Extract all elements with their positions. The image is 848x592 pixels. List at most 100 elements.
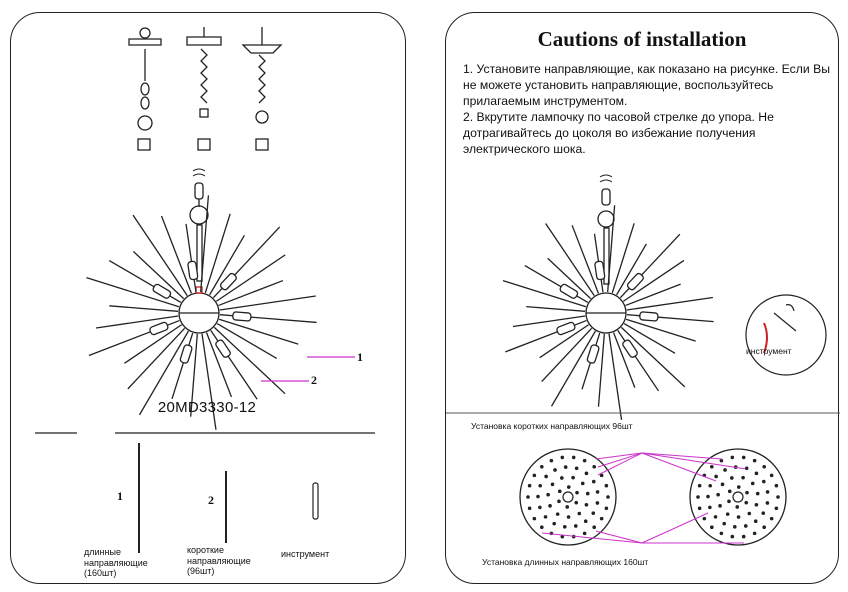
part-label-short-rods: короткие направляющие (96шт) [187, 545, 251, 576]
crystal-bead [719, 458, 724, 463]
rod [109, 305, 179, 312]
instruction-step-2: 2. Вкрутите лампочку по часовой стрелке … [463, 110, 774, 156]
crystal-bead [755, 491, 760, 496]
rod [127, 327, 186, 390]
crystal-bead [696, 495, 700, 499]
rod [512, 315, 586, 328]
crystal-bead [761, 479, 766, 484]
page-title: Cautions of installation [537, 27, 747, 51]
crystal-bead [697, 483, 702, 488]
crystal-bead [744, 466, 749, 471]
rod [219, 295, 316, 311]
crystal-bead [754, 502, 759, 507]
rod [541, 327, 593, 383]
rod [132, 250, 185, 300]
crystal-bead [550, 482, 555, 487]
right-illustrations [446, 174, 840, 546]
crystal-bead [560, 455, 565, 460]
instruction-step-1: 1. Установите направляющие, как показано… [463, 62, 830, 108]
crystal-bead [538, 505, 542, 510]
crystal-bead [752, 531, 757, 536]
rod [616, 243, 647, 296]
crystal-bead [741, 475, 745, 480]
crystal-bead [544, 474, 548, 479]
crystal-bead [716, 492, 720, 497]
model-code: 20MD3330-12 [157, 399, 257, 416]
long-rods-install-label: Установка длинных направляющих 160шт [482, 557, 649, 567]
crystal-bead [714, 474, 718, 479]
rod [625, 283, 681, 307]
crystal-bead [604, 506, 609, 511]
crystal-bead [527, 483, 532, 488]
crystal-bead [769, 516, 774, 521]
bulb-icon [622, 339, 638, 358]
crystal-bead [604, 483, 609, 488]
crystal-bead [713, 515, 718, 519]
crystal-bead [549, 458, 554, 463]
bulb-icon [639, 311, 659, 322]
crystal-bead [741, 455, 746, 460]
rod [218, 318, 299, 345]
crystal-bead [540, 464, 544, 469]
crystal-bead [747, 511, 752, 516]
crystal-bead [710, 525, 714, 530]
rod [216, 323, 278, 359]
bulb-icon [594, 260, 606, 281]
crystal-bead [577, 511, 582, 516]
ring-center [562, 491, 574, 503]
crystal-bead [566, 515, 571, 519]
crystal-bead [732, 525, 737, 529]
crystal-ring-right-icon [689, 448, 787, 546]
bulb-icon [626, 272, 644, 291]
bulb-icon [559, 283, 579, 299]
crystal-bead [532, 516, 537, 521]
rod [132, 214, 188, 296]
rod [209, 234, 245, 296]
rod [612, 332, 636, 388]
crystal-bead [591, 511, 596, 515]
crystal-bead [574, 500, 579, 505]
crystal-bead [706, 494, 710, 499]
crystal-bead [776, 495, 780, 499]
crystal-bead [563, 465, 568, 469]
rod [185, 223, 197, 293]
crystal-bead [750, 481, 755, 486]
rod [611, 223, 635, 294]
crystal-bead [599, 516, 604, 521]
tool-label: инструмент [746, 346, 792, 356]
bulb-icon [219, 272, 237, 291]
rod [86, 277, 180, 308]
rod [95, 315, 179, 329]
crystal-bead [727, 489, 732, 494]
rod [571, 225, 600, 294]
rod [626, 296, 713, 311]
bulb-icon [187, 260, 199, 281]
crystal-bead [735, 505, 740, 509]
crystal-bead [744, 500, 749, 505]
crystal-bead [555, 512, 560, 516]
crystal-bead [591, 479, 596, 484]
rod [550, 330, 596, 407]
crystal-bead [762, 464, 766, 469]
crystal-bead [557, 489, 562, 494]
rod [524, 265, 589, 303]
ring-outline [689, 448, 787, 546]
rod [213, 326, 286, 395]
part-number-1: 1 [117, 489, 123, 503]
chandelier-with-bulbs-icon [585, 174, 627, 334]
crystal-bead [745, 490, 749, 495]
crystal-bead [765, 501, 770, 505]
crystal-bead [571, 475, 575, 480]
bulb-icon [232, 311, 252, 322]
crystal-bead [565, 505, 570, 509]
crystal-bead [560, 476, 564, 480]
crystal-bead [599, 473, 604, 478]
ring-center [732, 491, 744, 503]
crystal-bead [753, 519, 758, 524]
crystal-bead [562, 525, 567, 529]
crystal-bead [595, 501, 600, 505]
crystal-bead [697, 506, 702, 511]
mount-option-3-icon [241, 27, 283, 151]
crystal-bead [573, 524, 578, 528]
bulb-icon [586, 344, 600, 364]
